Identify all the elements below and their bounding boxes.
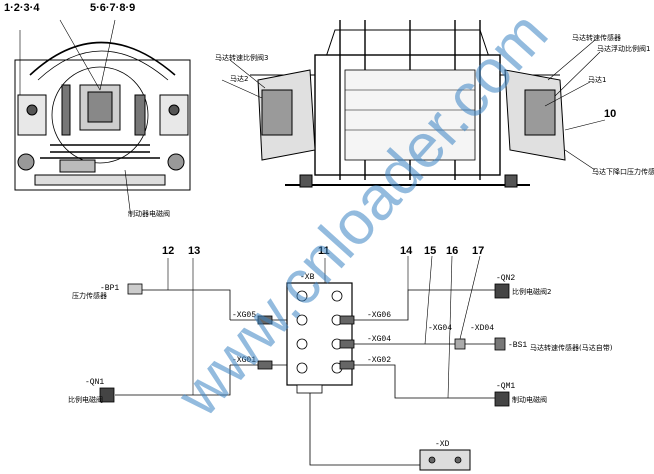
callout-14: 14 xyxy=(400,245,413,257)
callout-11: 11 xyxy=(318,245,330,257)
label-motor-speed-sensor: 马达转速传感器 xyxy=(572,33,621,42)
tag-qn1: -QN1 xyxy=(85,378,104,387)
callout-5-6-7-8-9: 5·6·7·8·9 xyxy=(90,2,135,14)
tag-xg01: -XG01 xyxy=(232,356,256,365)
label-motor-float-prop-valve1: 马达浮动比例阀1 xyxy=(597,44,650,53)
tag-xd: -XD xyxy=(435,440,450,449)
label-prop-valve2: 比例电磁阀2 xyxy=(512,287,551,296)
tag-xg02: -XG02 xyxy=(367,356,391,365)
front-view xyxy=(14,19,191,211)
callout-13: 13 xyxy=(188,245,200,257)
callout-16: 16 xyxy=(446,245,458,257)
tag-xg04-left: -XG04 xyxy=(367,335,391,344)
tag-xd04: -XD04 xyxy=(470,324,494,333)
label-motor1: 马达1 xyxy=(588,75,606,84)
label-prop-valve: 比例电磁阀 xyxy=(68,395,103,404)
wiring xyxy=(99,255,510,471)
callout-12: 12 xyxy=(162,245,174,257)
label-motor-speed-prop-valve3: 马达转速比例阀3 xyxy=(215,53,268,62)
tag-qn2: -QN2 xyxy=(496,274,515,283)
callout-1-2-3-4: 1·2·3·4 xyxy=(4,2,40,14)
label-motor-drop-pressure-sensor: 马达下降口压力传感器 xyxy=(592,167,654,176)
tag-xg05: -XG05 xyxy=(232,311,256,320)
label-brake-solenoid: 制动电磁阀 xyxy=(512,395,547,404)
label-motor-speed-sensor-self: 马达转速传感器(马达自带) xyxy=(530,343,613,352)
label-motor2: 马达2 xyxy=(230,74,248,83)
tag-xb: -XB xyxy=(300,273,315,282)
label-pressure-sensor: 压力传感器 xyxy=(72,291,107,300)
side-view xyxy=(221,20,606,188)
tag-qm1: -QM1 xyxy=(496,382,515,391)
label-brake-valve: 制动器电磁阀 xyxy=(128,209,170,218)
tag-bs1: -BS1 xyxy=(508,341,527,350)
callout-17: 17 xyxy=(472,245,484,257)
callout-15: 15 xyxy=(424,245,436,257)
tag-xg04-right: -XG04 xyxy=(428,324,452,333)
tag-bp1: -BP1 xyxy=(100,284,119,293)
callout-10: 10 xyxy=(604,108,616,120)
tag-xg06: -XG06 xyxy=(367,311,391,320)
